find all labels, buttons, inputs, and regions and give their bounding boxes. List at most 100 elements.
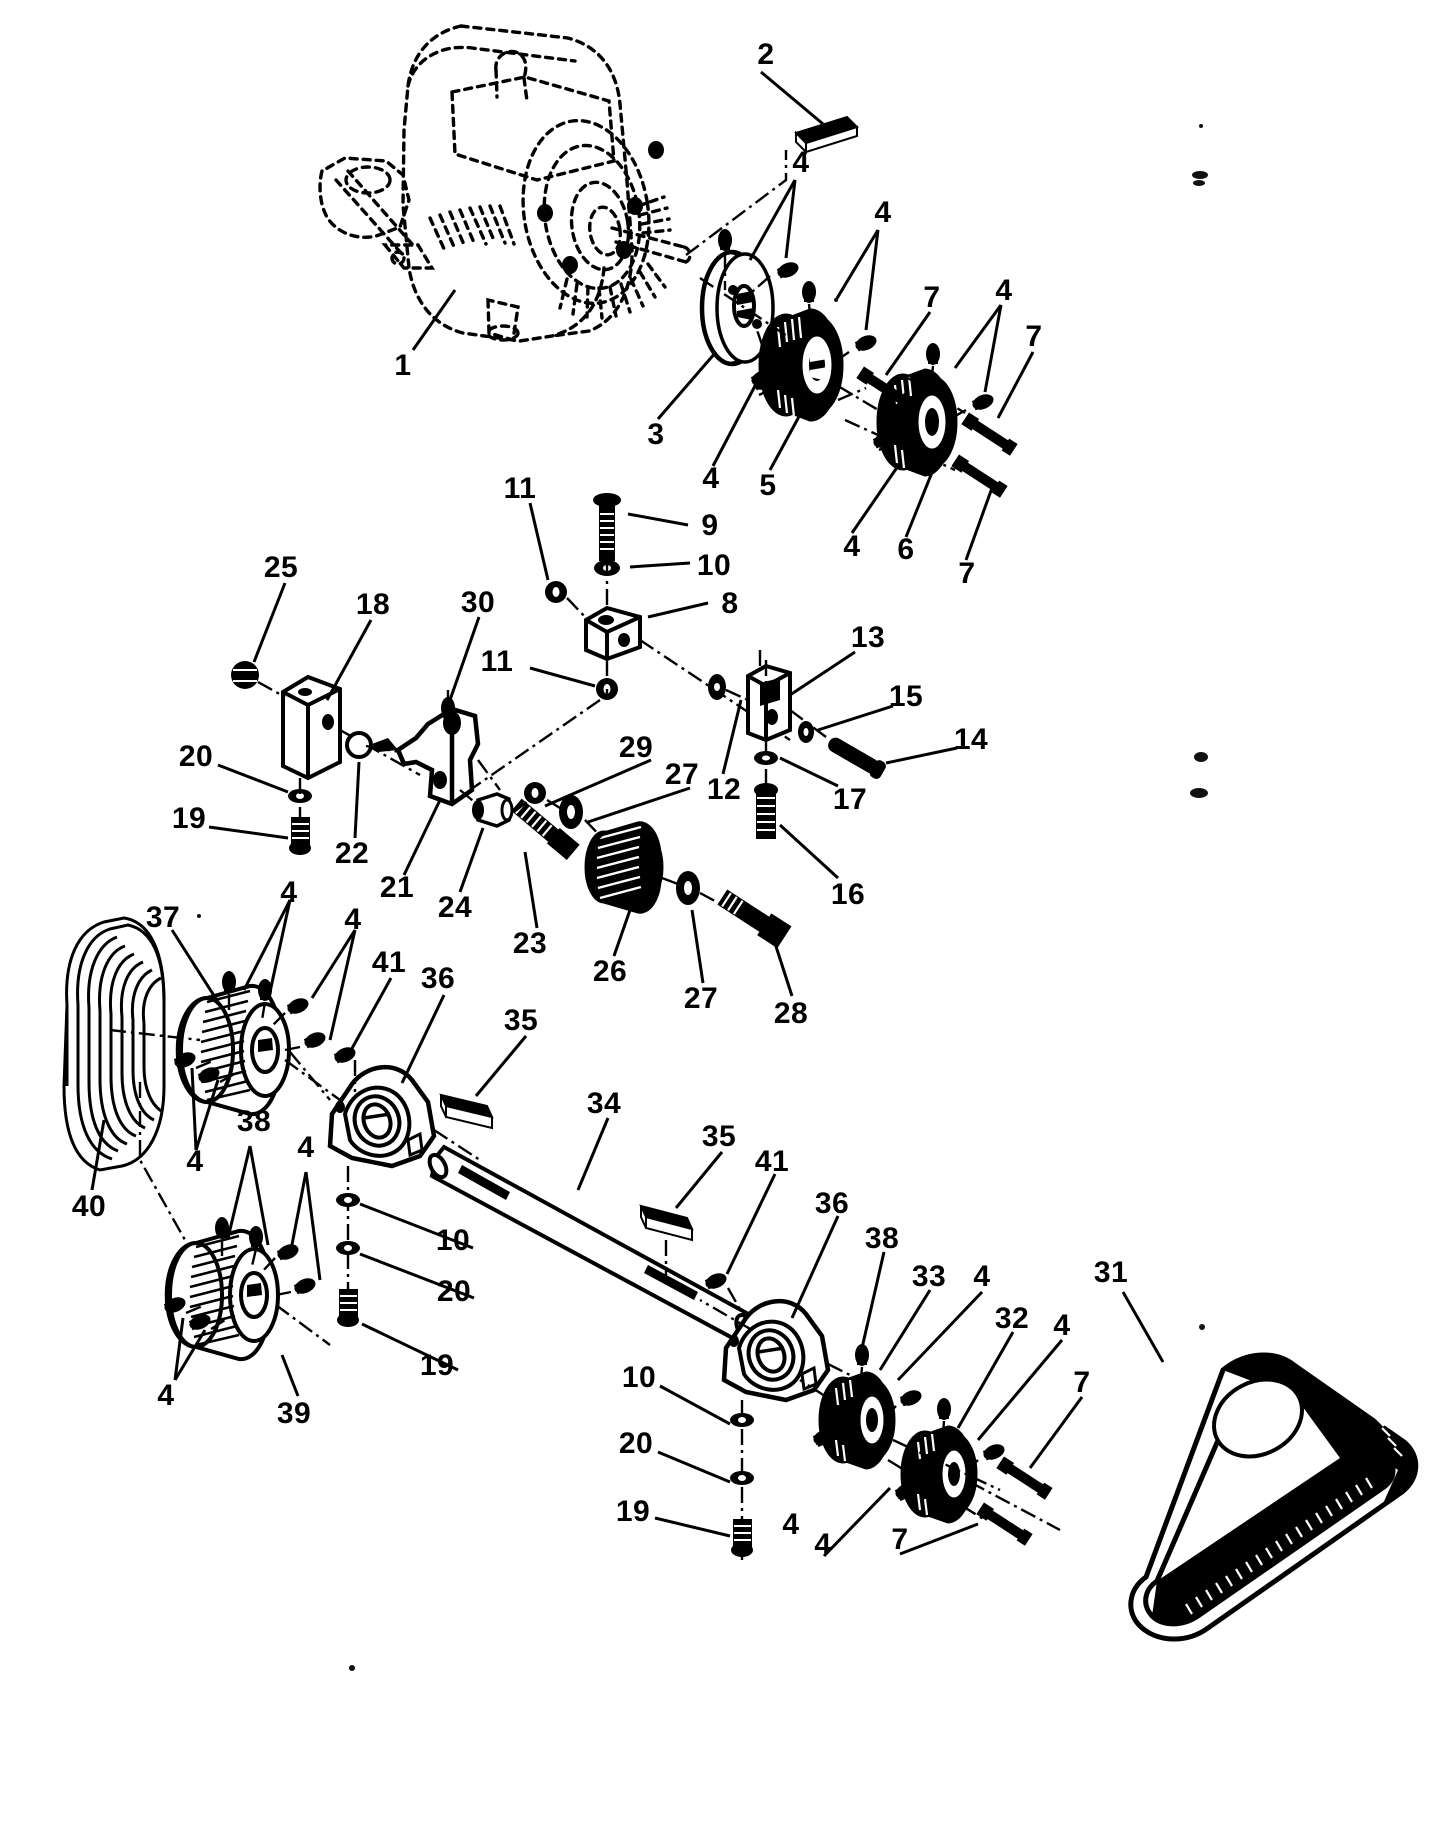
callout-21: 21	[379, 871, 415, 904]
callout-35: 35	[701, 1120, 737, 1153]
callout-20: 20	[178, 740, 214, 773]
callout-5: 5	[759, 469, 777, 502]
callout-38: 38	[236, 1105, 272, 1138]
washer-part-10-upper-col	[336, 1193, 360, 1207]
callout-7: 7	[923, 281, 941, 314]
callout-22: 22	[334, 837, 370, 870]
bolt-part-23	[511, 798, 580, 861]
callout-17: 17	[832, 783, 868, 816]
callout-13: 13	[850, 621, 886, 654]
block-part-8	[584, 605, 642, 662]
callout-7: 7	[891, 1523, 909, 1556]
pin-part-14	[828, 737, 886, 779]
washer-part-27a	[559, 795, 583, 829]
hexnut-part-29	[524, 782, 546, 804]
callout-29: 29	[618, 731, 654, 764]
callout-4: 4	[973, 1260, 991, 1293]
callout-28: 28	[773, 997, 809, 1030]
callout-34: 34	[586, 1087, 622, 1120]
screw-part-19	[289, 817, 311, 855]
screw-part-19-upper-col	[337, 1289, 359, 1327]
leader-1	[411, 289, 457, 351]
hexnut-part-11-upper	[545, 581, 567, 603]
ring-part-22	[345, 731, 373, 759]
callout-11: 11	[503, 472, 537, 505]
callout-24: 24	[437, 891, 473, 924]
leader-3	[656, 351, 718, 420]
hexbolts-part-7-bottom	[976, 1456, 1053, 1546]
key-part-2	[794, 115, 859, 155]
callout-19: 19	[419, 1349, 455, 1382]
callout-4: 4	[814, 1528, 832, 1561]
callout-2: 2	[757, 38, 775, 71]
callout-10: 10	[621, 1361, 657, 1394]
callout-26: 26	[592, 955, 628, 988]
callout-4: 4	[792, 146, 810, 179]
callout-37: 37	[145, 901, 181, 934]
callout-30: 30	[460, 586, 496, 619]
callout-32: 32	[994, 1302, 1030, 1335]
callout-7: 7	[1025, 320, 1043, 353]
leader-2	[760, 70, 824, 126]
callout-39: 39	[276, 1397, 312, 1430]
drive-shaft-part-34	[427, 1144, 758, 1345]
timing-pulley-part-33	[818, 1371, 896, 1470]
capnut-part-25	[231, 661, 259, 689]
callout-7: 7	[1073, 1366, 1091, 1399]
callout-20: 20	[618, 1427, 654, 1460]
callout-4: 4	[344, 903, 362, 936]
timing-pulley-part-32	[900, 1425, 978, 1524]
callout-14: 14	[953, 723, 989, 756]
spacer-part-24	[472, 792, 514, 828]
callout-12: 12	[706, 773, 742, 806]
callout-7: 7	[958, 557, 976, 590]
idler-bracket-part-21	[372, 706, 481, 807]
bracket-part-13	[746, 663, 792, 743]
callout-4: 4	[280, 876, 298, 909]
callout-31: 31	[1093, 1256, 1129, 1289]
callout-4: 4	[157, 1379, 175, 1412]
callout-4: 4	[782, 1508, 800, 1541]
callout-11: 11	[480, 645, 514, 678]
callout-4: 4	[874, 196, 892, 229]
callout-35: 35	[503, 1004, 539, 1037]
callout-16: 16	[830, 878, 866, 911]
scan-specks	[197, 124, 1208, 1671]
bolt-part-28	[717, 889, 792, 949]
callout-4: 4	[297, 1131, 315, 1164]
callout-27: 27	[683, 982, 719, 1015]
washer-part-15	[798, 721, 814, 743]
callout-40: 40	[71, 1190, 107, 1223]
callout-8: 8	[721, 587, 739, 620]
callout-25: 25	[263, 551, 299, 584]
callout-9: 9	[701, 509, 719, 542]
callout-10: 10	[696, 549, 732, 582]
bolt-part-16	[754, 783, 778, 839]
motor-part-1	[318, 24, 692, 343]
callout-15: 15	[888, 680, 924, 713]
callout-4: 4	[702, 462, 720, 495]
callout-4: 4	[186, 1145, 204, 1178]
callout-4: 4	[1053, 1309, 1071, 1342]
washer-part-10-lower-col	[730, 1413, 754, 1427]
callout-19: 19	[615, 1495, 651, 1528]
callout-20: 20	[436, 1275, 472, 1308]
callout-1: 1	[394, 349, 412, 382]
washer-part-17	[754, 751, 778, 765]
callout-4: 4	[995, 274, 1013, 307]
callout-6: 6	[897, 533, 915, 566]
screw-part-19-lower-col	[731, 1519, 753, 1557]
washer-part-20-lower-col	[730, 1471, 754, 1485]
bolt-part-9	[593, 493, 621, 561]
polyv-belt-part-40	[62, 916, 166, 1172]
callout-36: 36	[420, 962, 456, 995]
setscrew-part-41-lower	[703, 1270, 729, 1292]
idler-roller-part-26	[584, 821, 664, 914]
washer-part-12	[708, 674, 726, 700]
washer-part-27b	[676, 871, 700, 905]
callout-38: 38	[864, 1222, 900, 1255]
callout-41: 41	[754, 1145, 790, 1178]
callout-27: 27	[664, 758, 700, 791]
